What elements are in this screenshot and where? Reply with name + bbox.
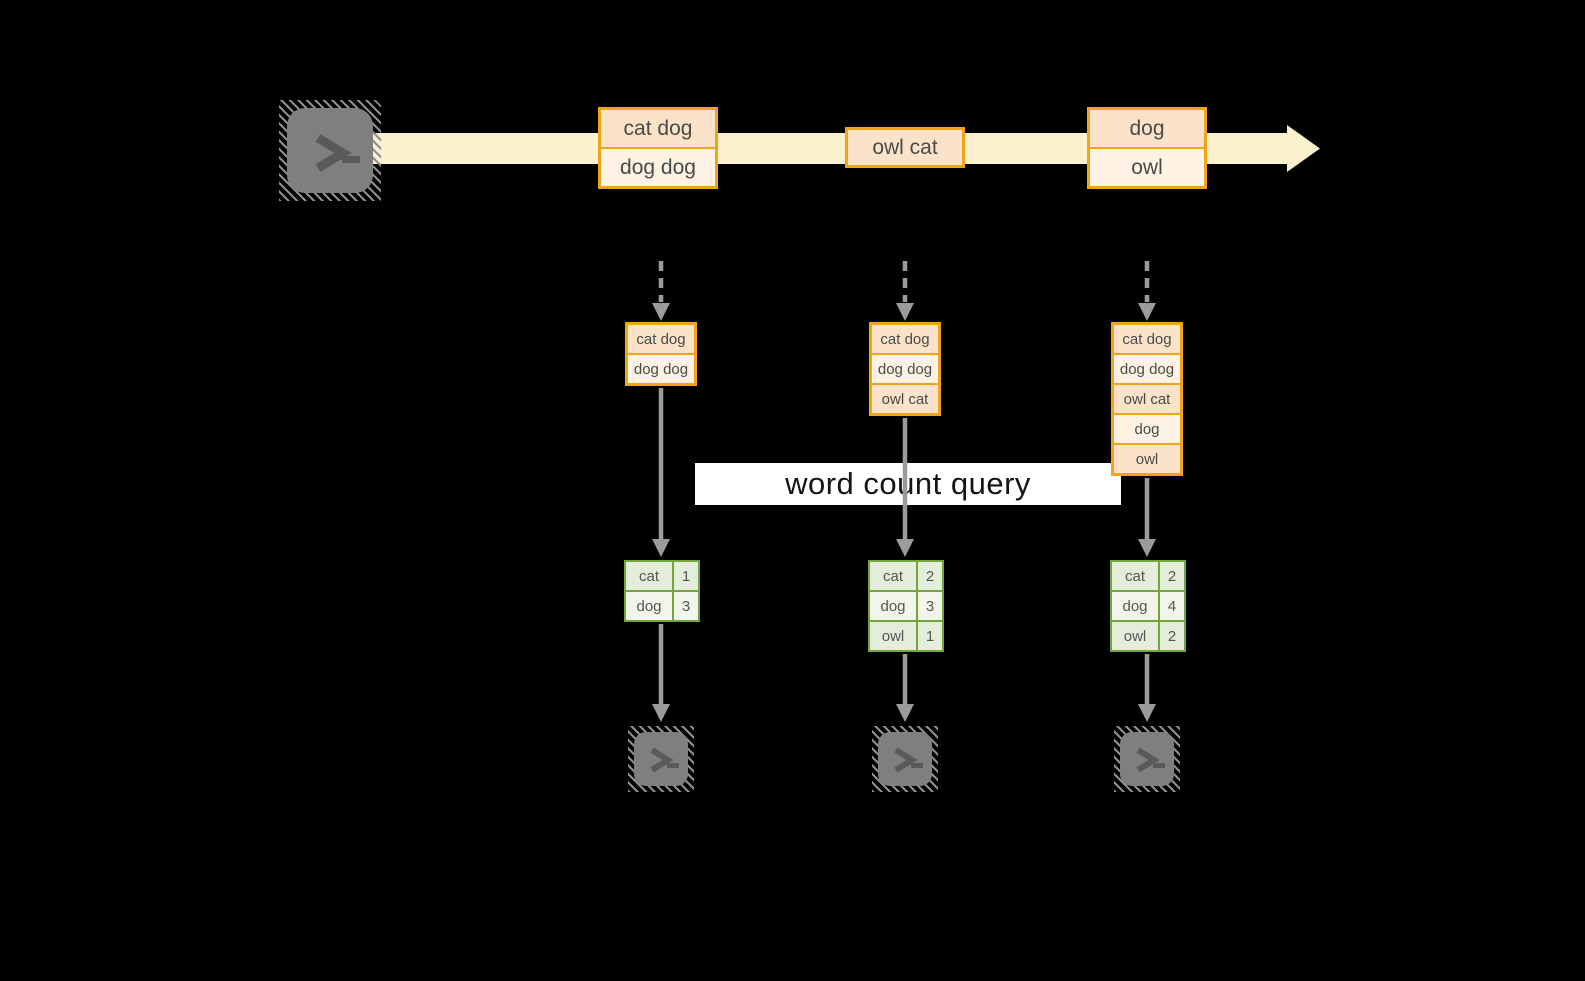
buffer-row: owl [1114,443,1180,473]
buffer-row: dog dog [872,353,938,383]
count-value: 2 [1160,562,1184,590]
terminal-icon [872,726,938,792]
terminal-prompt-icon [315,133,360,172]
terminal-icon [1114,726,1180,792]
count-word: owl [870,622,916,650]
buffer-row: dog [1114,413,1180,443]
count-table-right: cat 2 dog 4 owl 2 [1110,560,1186,652]
stream-event-row: cat dog [601,110,715,147]
count-value: 2 [1160,622,1184,650]
output-arrow-right [1138,654,1156,722]
ingest-arrow-left [652,261,670,321]
buffer-row: owl cat [872,383,938,413]
count-table-left: cat 1 dog 3 [624,560,700,622]
terminal-icon [279,100,381,201]
output-arrow-left [652,624,670,722]
buffer-stack-left: cat dog dog dog [625,322,697,386]
output-arrow-middle [896,654,914,722]
stream-event-row: owl [1090,147,1204,186]
count-value: 1 [674,562,698,590]
count-word: dog [1112,592,1158,620]
buffer-row: owl cat [1114,383,1180,413]
count-value: 2 [918,562,942,590]
stream-event-row: dog [1090,110,1204,147]
buffer-row: cat dog [628,325,694,353]
stream-event-row: dog dog [601,147,715,186]
stream-event-box-1: cat dog dog dog [598,107,718,189]
count-word: cat [1112,562,1158,590]
terminal-prompt-icon [894,747,923,773]
buffer-row: cat dog [872,325,938,353]
stream-event-box-3: dog owl [1087,107,1207,189]
query-banner: word count query [695,463,1121,505]
count-value: 1 [918,622,942,650]
count-value: 3 [674,592,698,620]
terminal-prompt-icon [650,747,679,773]
count-word: dog [870,592,916,620]
query-arrow-right [1138,478,1156,557]
terminal-icon [628,726,694,792]
count-value: 4 [1160,592,1184,620]
buffer-row: dog dog [1114,353,1180,383]
count-table-middle: cat 2 dog 3 owl 1 [868,560,944,652]
stream-event-box-2: owl cat [845,127,965,168]
query-banner-label: word count query [785,466,1031,501]
terminal-screen [287,108,373,193]
terminal-prompt-icon [1136,747,1165,773]
buffer-row: cat dog [1114,325,1180,353]
query-arrow-left [652,388,670,557]
count-word: owl [1112,622,1158,650]
count-word: cat [626,562,672,590]
buffer-stack-middle: cat dog dog dog owl cat [869,322,941,416]
buffer-row: dog dog [628,353,694,383]
buffer-stack-right: cat dog dog dog owl cat dog owl [1111,322,1183,476]
count-value: 3 [918,592,942,620]
stream-event-row: owl cat [848,130,962,165]
ingest-arrow-middle [896,261,914,321]
query-arrow-middle [896,418,914,557]
count-word: cat [870,562,916,590]
ingest-arrow-right [1138,261,1156,321]
count-word: dog [626,592,672,620]
